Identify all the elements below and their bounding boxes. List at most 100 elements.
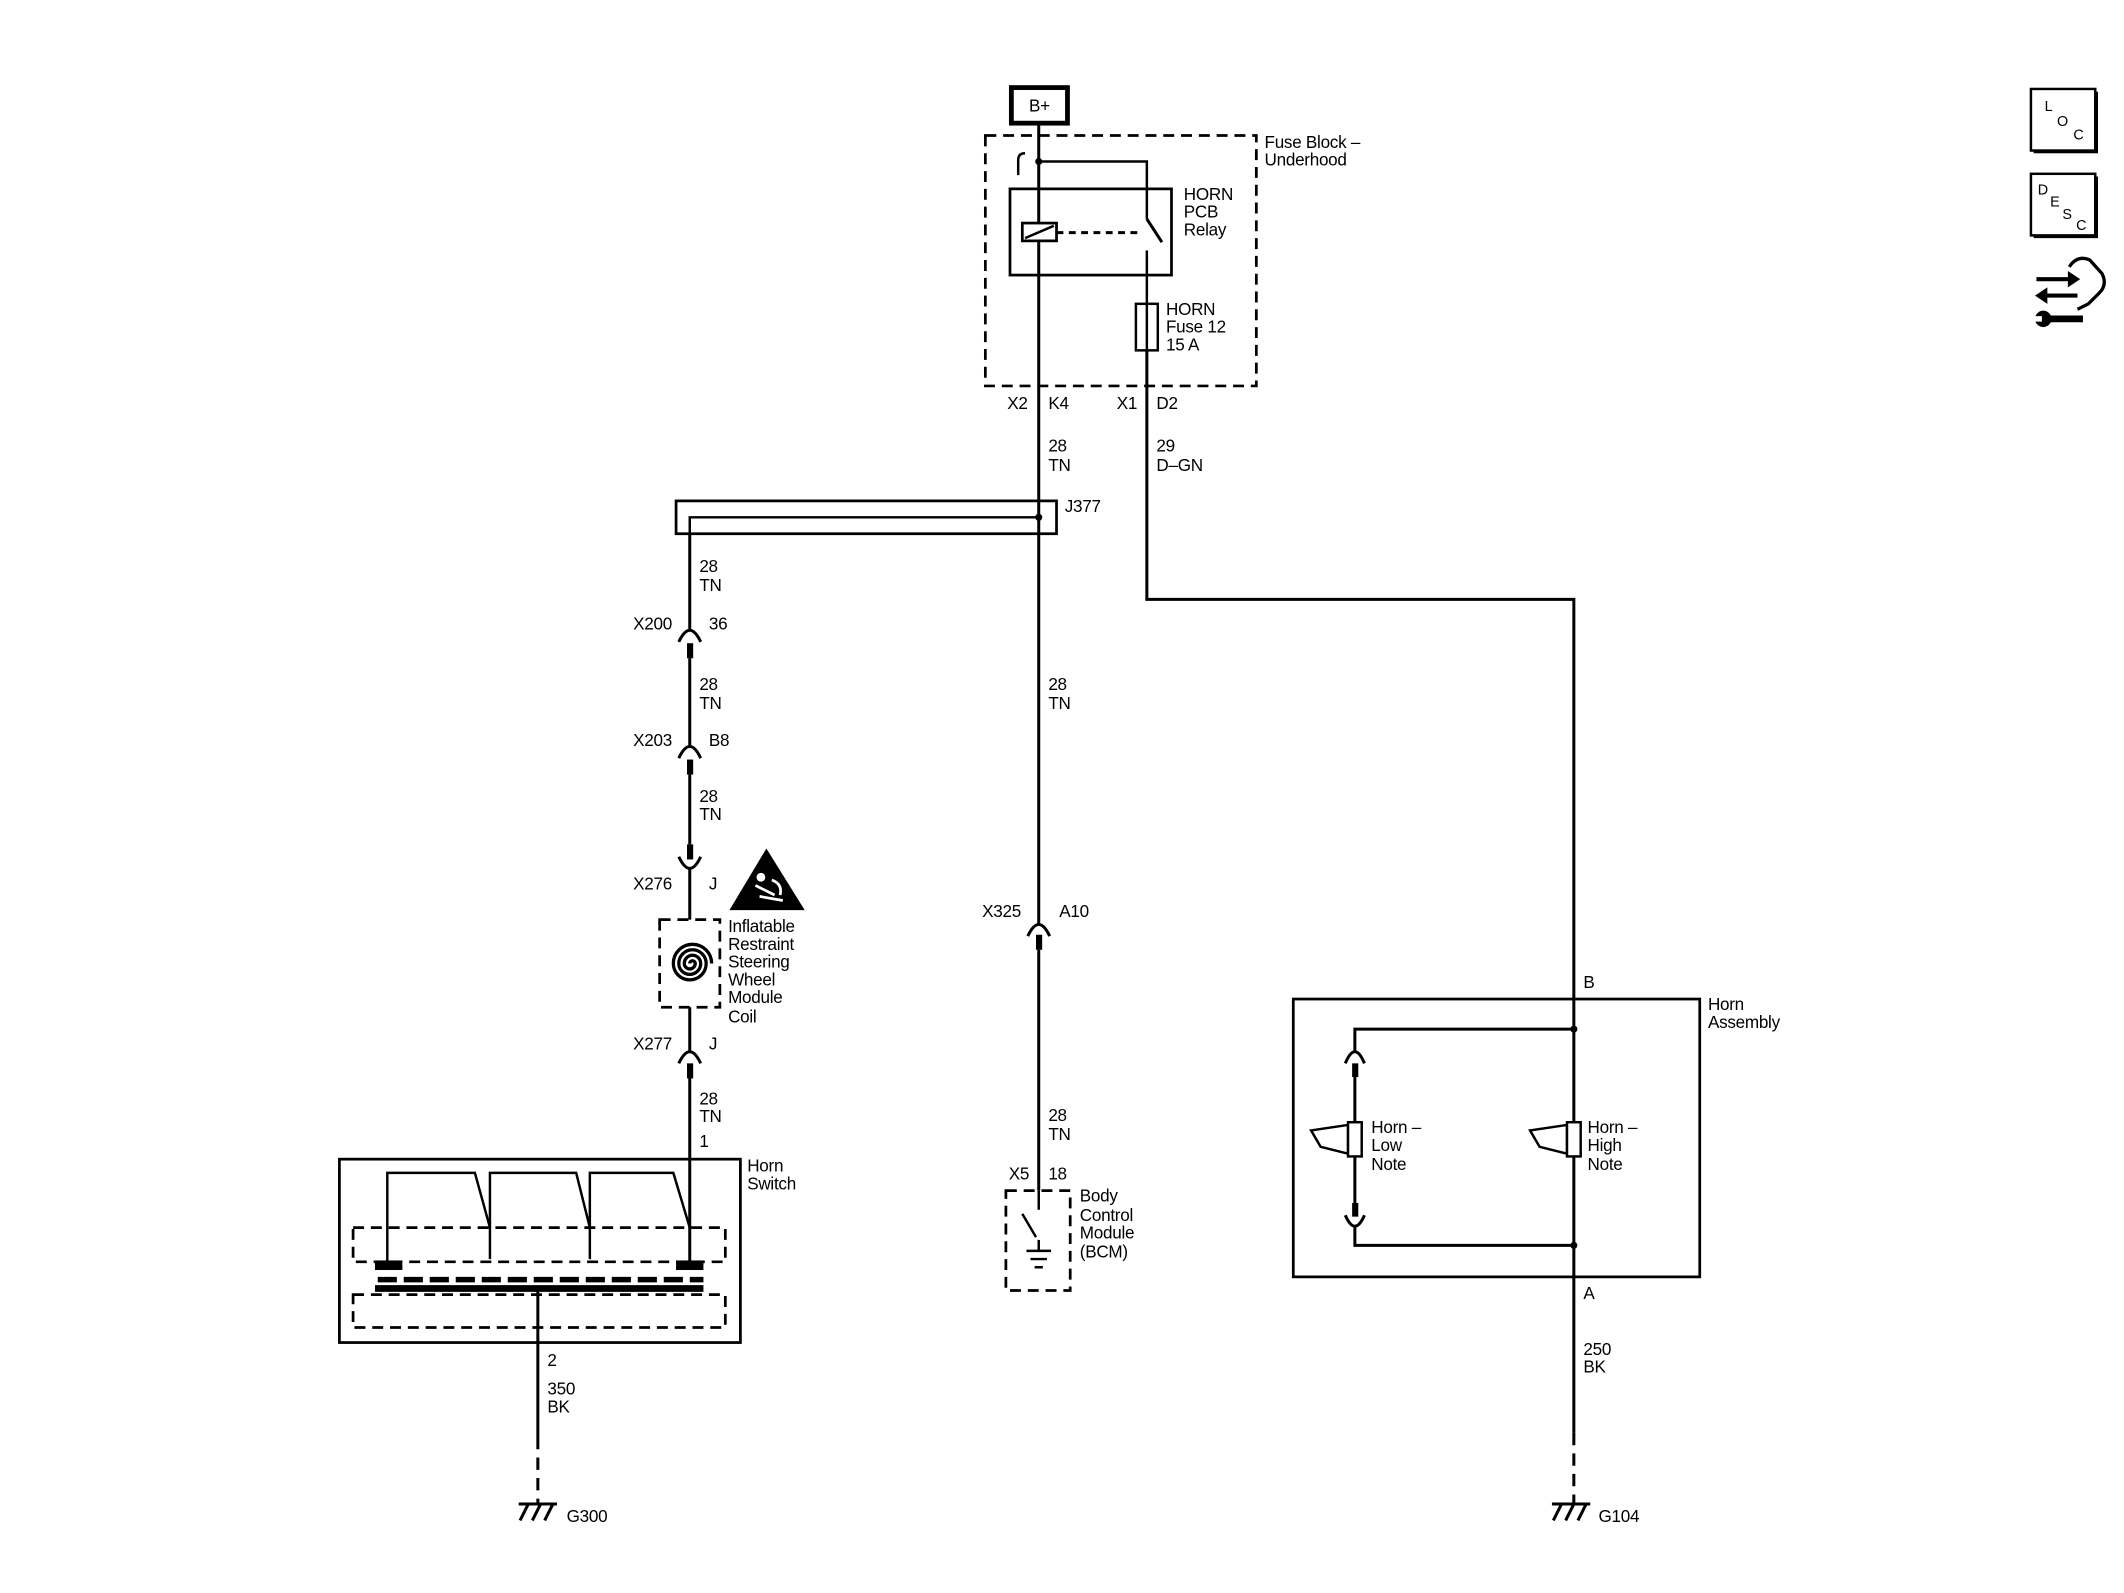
desc-letter-3: S	[2062, 207, 2072, 223]
x200-male-pin	[687, 643, 694, 659]
x277-connector: X277 J	[633, 1035, 717, 1079]
g300-ground-circuit: 2 350 BK G300	[518, 1287, 608, 1526]
relay-switch-feed-wire	[1038, 160, 1149, 219]
loc-letter-2: O	[2057, 114, 2068, 130]
wire-label-color: TN	[1048, 1125, 1070, 1144]
low-note-ground-wire	[1353, 1226, 1574, 1247]
g104-ground-circuit: 250 BK G104	[1551, 1340, 1639, 1526]
x277-pin: J	[709, 1035, 717, 1054]
horn-low-note-line-1: Horn –	[1371, 1118, 1421, 1137]
coil-name-line-3: Steering	[728, 953, 789, 972]
bcm-name-line-3: Module	[1080, 1224, 1134, 1243]
bcm-outline	[1004, 1189, 1072, 1292]
wire-label-color: BK	[1583, 1358, 1606, 1377]
horn-switch-pin-2: 2	[547, 1351, 556, 1370]
x200-name: X200	[633, 615, 672, 634]
horn-relay: HORN PCB Relay	[1008, 185, 1233, 277]
horn-switch: Horn Switch	[338, 1156, 796, 1344]
x276-pin: J	[709, 875, 717, 894]
loc-letter-3: C	[2073, 128, 2083, 144]
wire-label-circuit: 350	[547, 1380, 575, 1399]
x203-pin: B8	[709, 731, 729, 750]
wire-label-color: TN	[699, 694, 721, 713]
center-circuit-28: 28 TN 28 TN X325 A10 28 TN X5 18 Body Co…	[982, 240, 1134, 1292]
splice-bar	[688, 516, 1039, 534]
horn-switch-right-pad	[676, 1260, 704, 1271]
bus-hook	[1016, 152, 1026, 176]
horn-high-note-icon	[1528, 1123, 1569, 1156]
fuse-block-name-line-1: Fuse Block –	[1265, 133, 1361, 152]
horn-assembly: B Horn Assembly Horn – Low Note Horn – H…	[1291, 973, 1781, 1303]
x203-female-terminal	[677, 745, 703, 759]
desc-letter-1: D	[2038, 182, 2048, 198]
left-circuit-28: 28 TN X200 36 28 TN X203 B8 28 TN X276 J	[633, 533, 805, 1262]
fuse-block-name-line-2: Underhood	[1265, 151, 1347, 170]
bcm-switch-blade	[1021, 1213, 1038, 1238]
horn-switch-left-pad	[374, 1260, 403, 1271]
wire-label-color: D–GN	[1156, 456, 1202, 475]
x5-name: X5	[1009, 1165, 1029, 1184]
bcm-ground-icon	[1026, 1249, 1052, 1269]
component-view-icon[interactable]	[2033, 256, 2106, 328]
fuse-name-line-1: HORN	[1166, 300, 1215, 319]
horn-switch-name-line-2: Switch	[747, 1174, 796, 1193]
low-note-upper-terminal	[1343, 1050, 1366, 1064]
right-circuit-29: 29 D–GN	[1145, 350, 1576, 1433]
low-note-feed-wire	[1353, 1027, 1574, 1053]
d2-to-horn-wire	[1145, 350, 1576, 1433]
splice-j377: J377	[674, 497, 1101, 536]
wire-label-circuit: 28	[1048, 675, 1066, 694]
wire-label-circuit: 28	[699, 1089, 717, 1108]
coil-name-line-4: Wheel	[728, 970, 775, 989]
horn-assembly-outline	[1291, 997, 1702, 1279]
wire-label-circuit: 250	[1583, 1340, 1611, 1359]
splice-name: J377	[1065, 497, 1101, 516]
horn-high-note-line-1: Horn –	[1588, 1118, 1638, 1137]
x325-pin: A10	[1059, 902, 1089, 921]
relay-outline	[1008, 187, 1173, 277]
bcm-name-line-1: Body	[1080, 1187, 1119, 1206]
x276-male-pin	[687, 844, 694, 860]
fuse-block-outline	[983, 134, 1258, 388]
horn-fuse: HORN Fuse 12 15 A	[1134, 250, 1226, 354]
loc-letter-1: L	[2045, 99, 2053, 115]
x325-name: X325	[982, 902, 1021, 921]
horn-high-note-line-2: High	[1588, 1136, 1622, 1155]
low-note-lower-terminal	[1343, 1214, 1366, 1228]
splice-pack-outline	[674, 499, 1058, 536]
wire-label-color: TN	[699, 805, 721, 824]
fuse-name-line-3: 15 A	[1166, 335, 1200, 354]
loc-button[interactable]: L O C	[2029, 87, 2098, 154]
x203-name: X203	[633, 731, 672, 750]
desc-letter-2: E	[2050, 195, 2060, 211]
x325-connector: X325 A10	[982, 902, 1089, 950]
wire-label-circuit: 29	[1156, 437, 1174, 456]
pin-x1: X1	[1117, 394, 1137, 413]
horn-low-note-line-3: Note	[1371, 1155, 1406, 1174]
horn-high-note-element	[1565, 1120, 1582, 1158]
x200-connector: X200 36	[633, 615, 728, 659]
relay-name-line-2: PCB	[1184, 203, 1218, 222]
horn-switch-name-line-1: Horn	[747, 1156, 783, 1175]
x200-female-terminal	[677, 628, 703, 643]
clockspring-icon	[671, 942, 714, 982]
relay-name-line-1: HORN	[1184, 185, 1233, 204]
pin-x2: X2	[1007, 394, 1027, 413]
relay-coil-diagonal	[1024, 224, 1055, 240]
desc-letter-4: C	[2076, 218, 2086, 234]
battery-label: B+	[1029, 97, 1050, 116]
x325-male-pin	[1035, 934, 1043, 950]
wire-label-color: TN	[699, 576, 721, 595]
horn-switch-upper-plate	[351, 1226, 727, 1264]
fuse-name-line-2: Fuse 12	[1166, 318, 1226, 337]
desc-button[interactable]: D E S C	[2029, 172, 2098, 239]
bcm-name-line-2: Control	[1080, 1206, 1133, 1225]
airbag-warning-icon	[729, 848, 805, 911]
wire-label-color: TN	[1048, 694, 1070, 713]
x277-female-terminal	[677, 1050, 703, 1065]
wire-label-color: TN	[1048, 456, 1070, 475]
x276-connector: X276 J	[633, 844, 717, 894]
ground-g104-label: G104	[1598, 1507, 1639, 1526]
body-control-module: Body Control Module (BCM)	[1004, 1187, 1134, 1292]
